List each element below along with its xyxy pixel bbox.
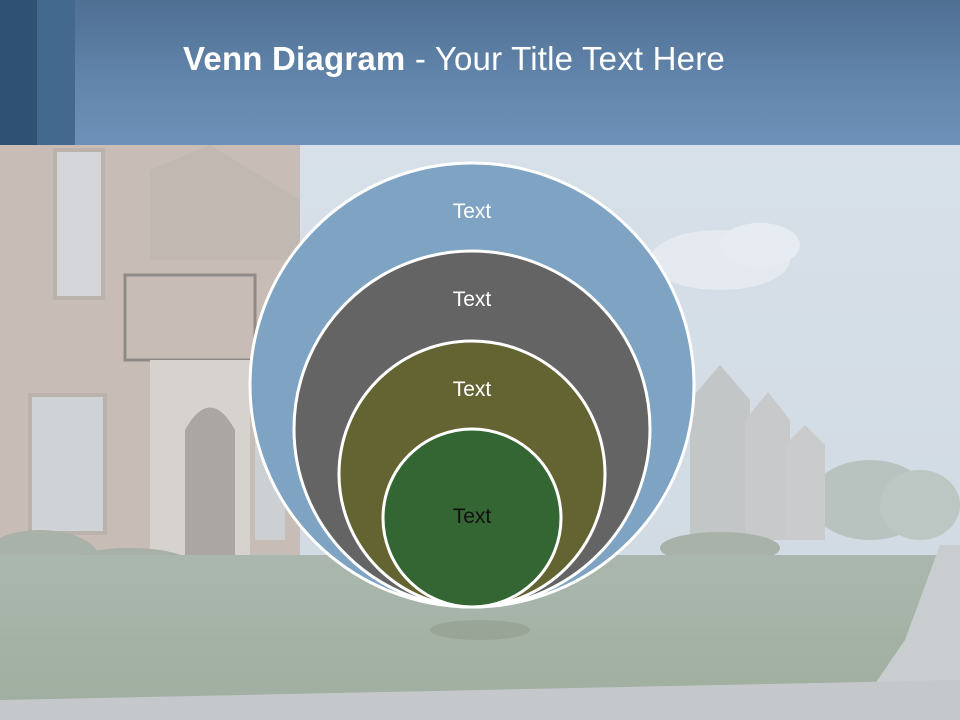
title-bar: Venn Diagram - Your Title Text Here bbox=[0, 0, 960, 145]
diagram-circle-2-label: Text bbox=[453, 288, 492, 311]
slide-title-bold: Venn Diagram bbox=[183, 40, 406, 77]
diagram-circle-3-label: Text bbox=[453, 378, 492, 401]
slide-title: Venn Diagram - Your Title Text Here bbox=[183, 40, 725, 78]
diagram-circle-4 bbox=[381, 427, 563, 609]
diagram-circle-1-label: Text bbox=[453, 200, 492, 223]
header-accent-strip bbox=[37, 0, 75, 145]
slide-title-rest: - Your Title Text Here bbox=[405, 40, 725, 77]
header-accent-strip bbox=[0, 0, 37, 145]
diagram-circle-4-label: Text bbox=[453, 505, 492, 528]
